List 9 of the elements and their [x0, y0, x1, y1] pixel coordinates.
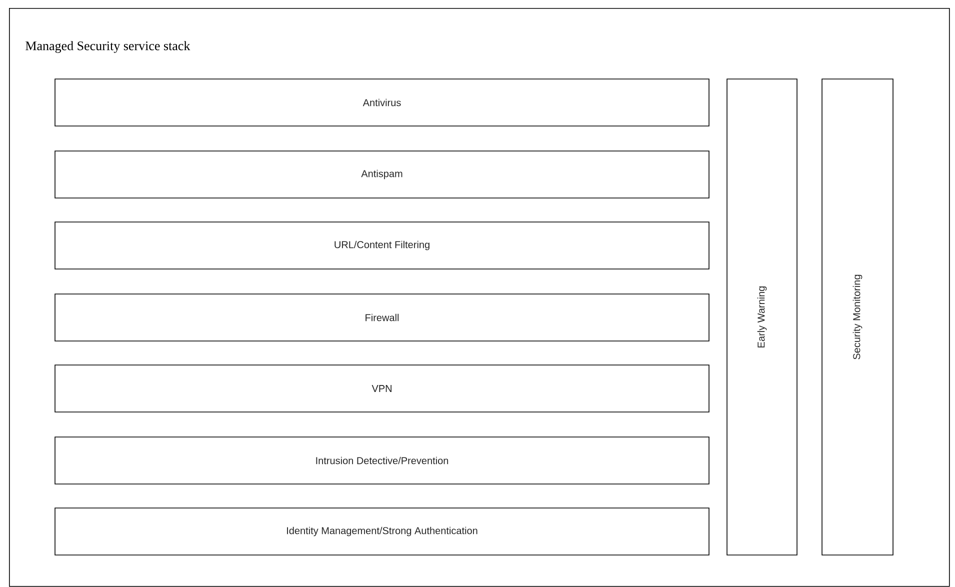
layer-box: Identity Management/Strong Authentication [54, 508, 710, 556]
layer-box: Firewall [54, 294, 710, 342]
layer-box: Intrusion Detective/Prevention [54, 436, 710, 484]
layer-box: URL/Content Filtering [54, 222, 710, 270]
side-column-box: Security Monitoring [822, 78, 894, 556]
side-column-box: Early Warning [726, 78, 798, 556]
layer-box: Antivirus [54, 78, 710, 126]
layer-box: Antispam [54, 150, 710, 198]
layer-box: VPN [54, 364, 710, 412]
